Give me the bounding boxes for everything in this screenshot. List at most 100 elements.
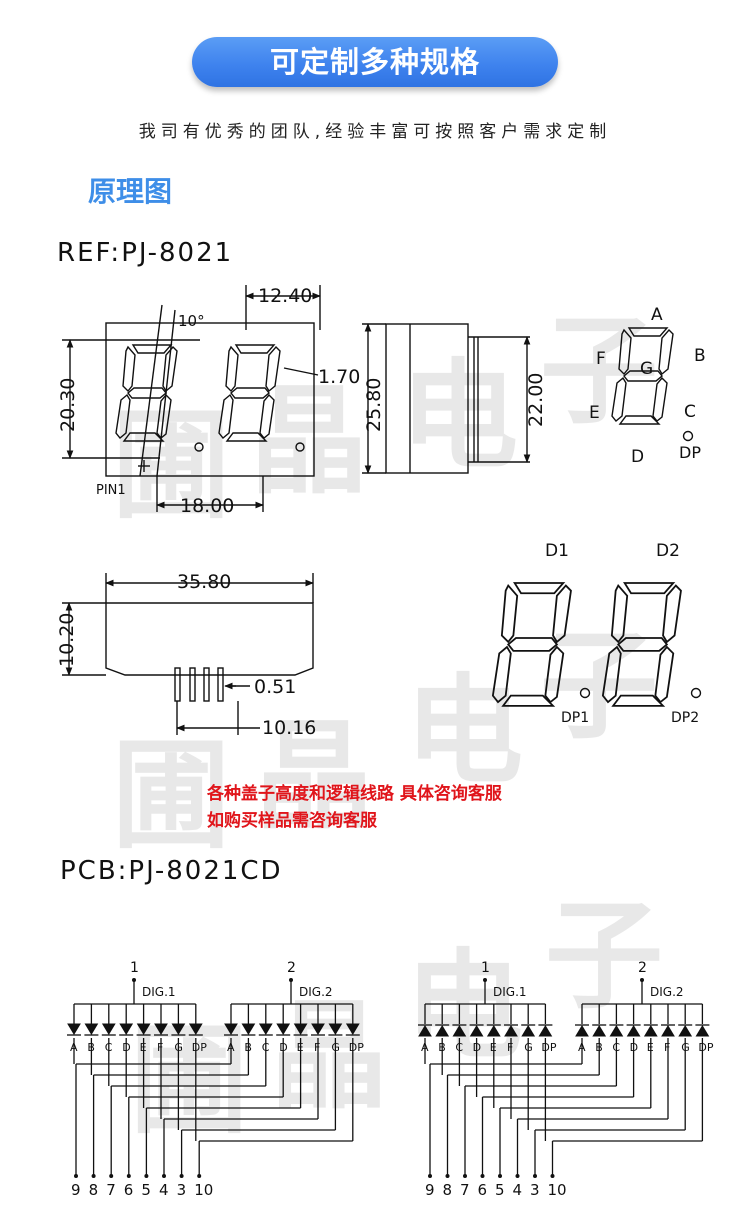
pin-node bbox=[197, 1174, 202, 1178]
led-diode bbox=[258, 1023, 273, 1035]
segment-label: DP bbox=[349, 1041, 364, 1054]
pin-number: 4 bbox=[159, 1181, 169, 1199]
seg-label-dp: DP bbox=[679, 443, 701, 462]
dim-20-30: 20.30 bbox=[57, 378, 79, 432]
common-node bbox=[640, 978, 644, 982]
pin-node bbox=[428, 1174, 432, 1178]
pin-node bbox=[533, 1174, 537, 1178]
seg-label-g: G bbox=[640, 359, 653, 379]
pin-number: 5 bbox=[141, 1181, 151, 1199]
common-pin-label: 2 bbox=[287, 960, 296, 976]
dim-0-51: 0.51 bbox=[254, 676, 296, 698]
led-diode bbox=[538, 1025, 553, 1037]
digit-label-dp2: DP2 bbox=[671, 710, 699, 726]
led-diode bbox=[328, 1023, 343, 1035]
segment-label: F bbox=[507, 1041, 513, 1054]
note-line-1: 各种盖子高度和逻辑线路 具体咨询客服 bbox=[207, 784, 502, 804]
led-diode bbox=[575, 1025, 589, 1037]
led-diode bbox=[521, 1025, 536, 1037]
dim-18-00: 18.00 bbox=[180, 495, 234, 517]
pin-number: 3 bbox=[177, 1181, 187, 1199]
led-diode bbox=[188, 1023, 203, 1035]
segment-label: DP bbox=[698, 1041, 713, 1054]
pcb-label: PCB:PJ-8021CD bbox=[60, 856, 283, 886]
pin-node bbox=[74, 1174, 78, 1178]
dig-label: DIG.1 bbox=[142, 985, 176, 999]
subtitle: 我司有优秀的团队,经验丰富可按照客户需求定制 bbox=[138, 122, 612, 142]
common-pin-label: 2 bbox=[638, 960, 647, 976]
led-diode bbox=[626, 1025, 641, 1037]
led-diode bbox=[504, 1025, 518, 1037]
led-diode bbox=[435, 1025, 450, 1037]
dim-1-70: 1.70 bbox=[318, 366, 360, 388]
dim-22-00: 22.00 bbox=[525, 373, 547, 427]
common-pin-label: 1 bbox=[481, 960, 490, 976]
pin-number: 4 bbox=[513, 1181, 523, 1199]
pin-node bbox=[91, 1174, 96, 1178]
pin-node bbox=[480, 1174, 485, 1178]
dim-10-16: 10.16 bbox=[262, 717, 316, 739]
pin-number: 6 bbox=[124, 1181, 134, 1199]
common-node bbox=[289, 978, 293, 982]
led-diode bbox=[84, 1023, 99, 1035]
pin-number: 6 bbox=[478, 1181, 488, 1199]
pin-node bbox=[162, 1174, 166, 1178]
led-diode bbox=[469, 1025, 484, 1037]
led-diode bbox=[643, 1025, 658, 1037]
segment-label: DP bbox=[192, 1041, 207, 1054]
dim-10deg: 10° bbox=[178, 312, 205, 330]
led-diode bbox=[67, 1023, 81, 1035]
pin-node bbox=[463, 1174, 467, 1178]
led-diode bbox=[486, 1025, 501, 1037]
digit-label-d2: D2 bbox=[656, 541, 680, 561]
banner-title: 可定制多种规格 bbox=[269, 45, 480, 79]
led-diode bbox=[661, 1025, 675, 1037]
watermark-char: 圃 bbox=[112, 397, 231, 535]
common-node bbox=[483, 978, 487, 982]
led-diode bbox=[345, 1023, 360, 1035]
segment-label: F bbox=[664, 1041, 670, 1054]
led-diode bbox=[418, 1025, 432, 1037]
pin-number: 8 bbox=[89, 1181, 99, 1199]
pin-node bbox=[179, 1174, 184, 1178]
watermark-char: 电 bbox=[405, 662, 524, 800]
segment-label: DP bbox=[541, 1041, 556, 1054]
led-diode bbox=[592, 1025, 607, 1037]
dim-35-80: 35.80 bbox=[177, 571, 231, 593]
ref-label: REF:PJ-8021 bbox=[57, 238, 234, 268]
seg-label-b: B bbox=[694, 346, 706, 366]
pin-node bbox=[144, 1174, 149, 1178]
common-node bbox=[132, 978, 136, 982]
pin-node bbox=[498, 1174, 502, 1178]
pin-number: 5 bbox=[495, 1181, 505, 1199]
banner: 可定制多种规格 bbox=[192, 37, 558, 87]
led-diode bbox=[276, 1023, 291, 1035]
led-diode bbox=[609, 1025, 624, 1037]
watermark-char: 晶 bbox=[270, 987, 389, 1125]
led-diode bbox=[154, 1023, 168, 1035]
pin1-label: PIN1 bbox=[96, 483, 126, 498]
pin-number: 10 bbox=[548, 1181, 567, 1199]
pin-number: 7 bbox=[106, 1181, 116, 1199]
led-diode bbox=[452, 1025, 467, 1037]
section-title: 原理图 bbox=[88, 175, 173, 208]
pin-number: 7 bbox=[460, 1181, 470, 1199]
pin-number: 3 bbox=[530, 1181, 540, 1199]
note-line-2: 如购买样品需咨询客服 bbox=[207, 811, 377, 831]
watermark-char: 子 bbox=[545, 887, 664, 1025]
seg-label-c: C bbox=[684, 402, 696, 422]
pin-node bbox=[126, 1174, 131, 1178]
pin-node bbox=[109, 1174, 114, 1178]
seg-label-d: D bbox=[631, 447, 644, 467]
digit-label-d1: D1 bbox=[545, 541, 569, 561]
pin-node bbox=[445, 1174, 450, 1178]
led-diode bbox=[293, 1023, 308, 1035]
segment-label: F bbox=[157, 1041, 163, 1054]
pin-number: 8 bbox=[443, 1181, 453, 1199]
pin-number: 9 bbox=[71, 1181, 81, 1199]
pin-node bbox=[515, 1174, 520, 1178]
led-diode bbox=[695, 1025, 710, 1037]
